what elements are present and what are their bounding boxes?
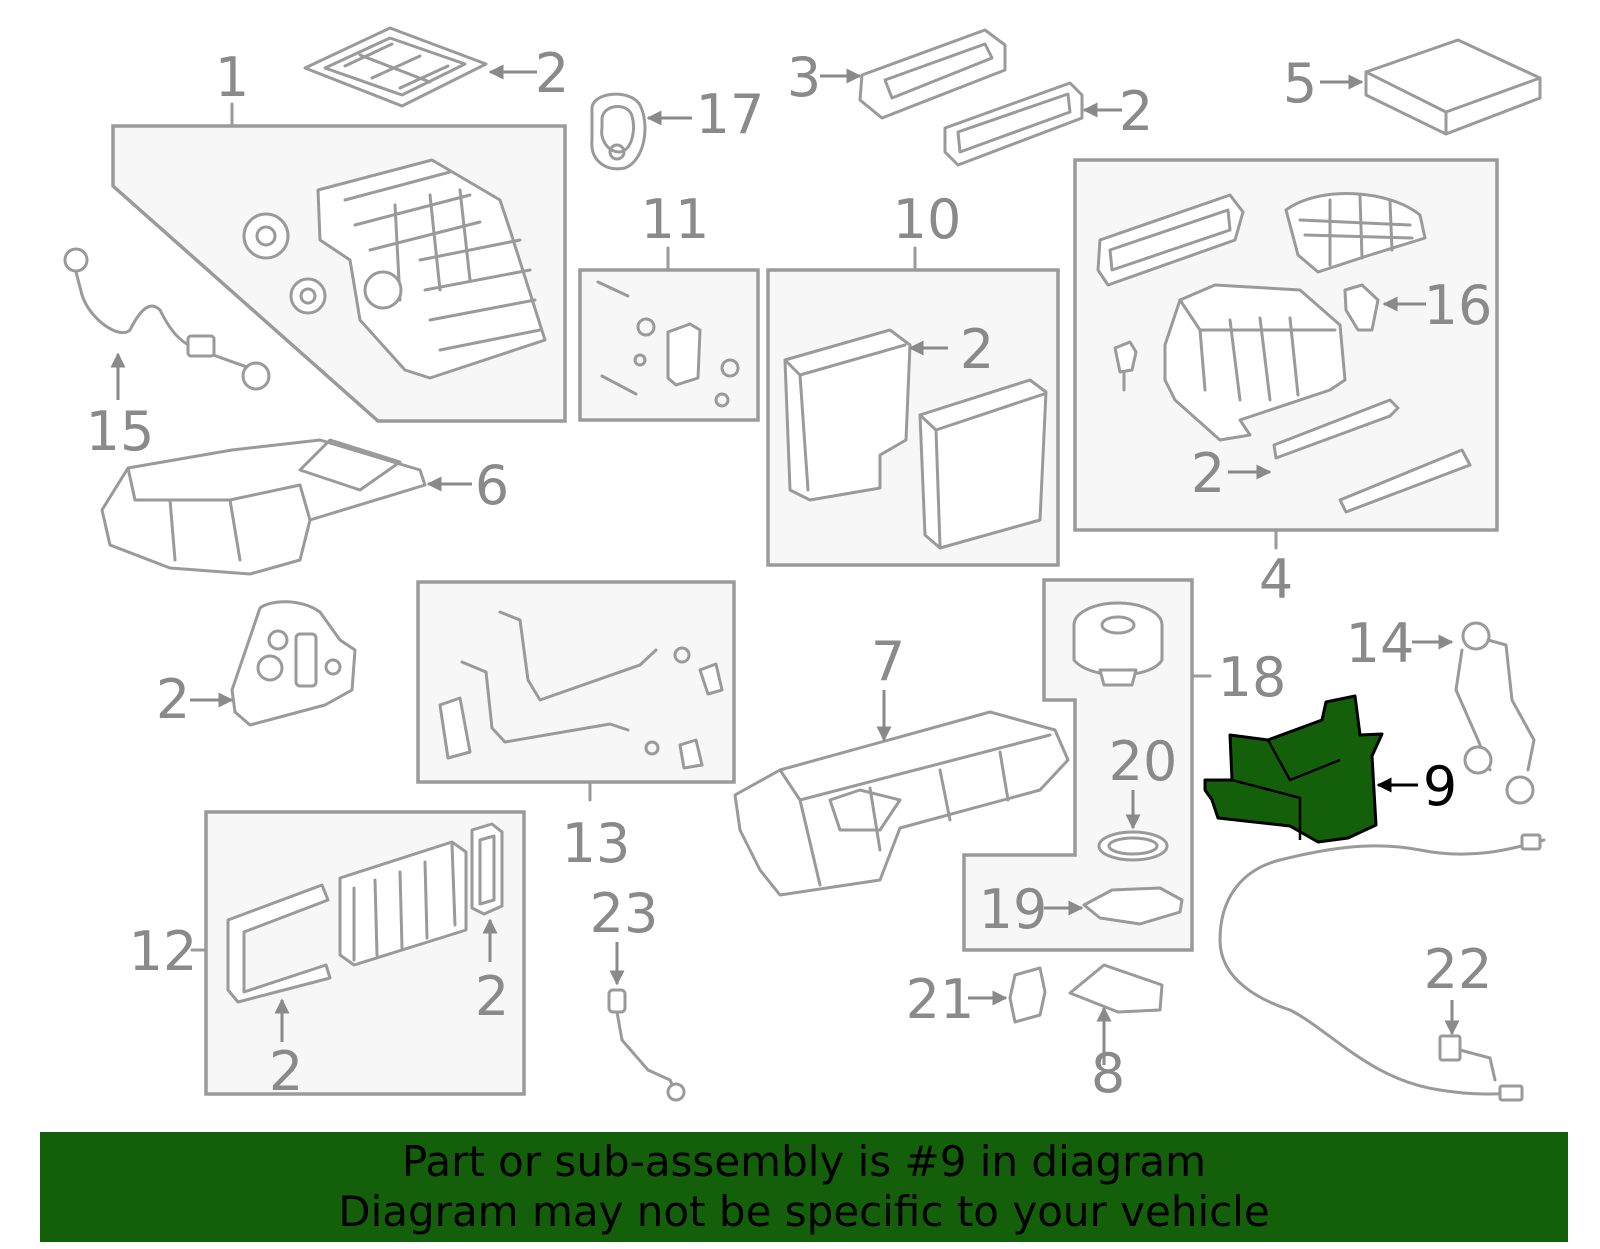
callout-16: 16 (1424, 274, 1493, 337)
callout-2-mode-seal: 2 (156, 668, 190, 731)
parts-diagram: 1 2 17 3 2 5 15 (63, 26, 1546, 1105)
part-5-cabin-filter (1364, 38, 1542, 136)
callout-2-evap-seal: 2 (960, 318, 994, 381)
callout-13: 13 (562, 812, 631, 875)
part-7-lower-housing (733, 710, 1070, 897)
part-13-ac-lines (416, 580, 736, 802)
part-15-wire-harness (63, 247, 271, 391)
part-1-hvac-case-group (111, 102, 567, 423)
part-4-blower-case-group (1073, 158, 1499, 550)
banner-line-1: Part or sub-assembly is #9 in diagram (401, 1137, 1207, 1186)
part-18-blower-motor-group (962, 578, 1212, 952)
callout-2-top-filter: 2 (535, 42, 569, 105)
callout-11: 11 (641, 188, 710, 251)
callout-23: 23 (590, 882, 659, 945)
callout-14: 14 (1346, 612, 1415, 675)
callout-2-duct-gasket: 2 (1119, 80, 1153, 143)
banner-line-2: Diagram may not be specific to your vehi… (338, 1187, 1270, 1236)
callout-12: 12 (129, 920, 198, 983)
callout-2-blower-seal: 2 (1191, 442, 1225, 505)
callout-5: 5 (1283, 52, 1317, 115)
part-22-harness (1218, 833, 1546, 1102)
part-12-heater-core-group (190, 810, 526, 1096)
callout-2-heater-gasket: 2 (269, 1040, 303, 1103)
callout-2-heater-seal: 2 (475, 965, 509, 1028)
callout-4: 4 (1259, 548, 1293, 611)
part-17-actuator-seal (590, 92, 647, 171)
callout-1: 1 (215, 46, 249, 109)
callout-10: 10 (893, 188, 962, 251)
callout-7: 7 (871, 630, 905, 693)
part-2-filter-gasket (303, 26, 488, 108)
part-6-lower-case (100, 438, 427, 576)
part-10-evaporator-group (766, 246, 1060, 567)
callout-22: 22 (1424, 938, 1493, 1001)
callout-20: 20 (1109, 730, 1178, 793)
callout-19: 19 (979, 878, 1048, 941)
part-14-harness (1454, 621, 1536, 805)
part-9-highlighted (1203, 694, 1384, 844)
callout-9: 9 (1423, 755, 1457, 818)
part-2-duct-gasket (943, 81, 1084, 167)
part-2-mode-seal (230, 600, 357, 727)
part-11-hardware-kit (578, 246, 760, 422)
part-3-duct-seal (858, 28, 1007, 120)
callout-17: 17 (696, 83, 765, 146)
callout-8: 8 (1091, 1042, 1125, 1105)
part-8-bracket (1068, 963, 1164, 1014)
callout-6: 6 (475, 454, 509, 517)
part-23-temperature-sensor (607, 988, 686, 1102)
callout-18: 18 (1218, 646, 1287, 709)
callout-3: 3 (787, 46, 821, 109)
info-banner: Part or sub-assembly is #9 in diagram Di… (40, 1132, 1568, 1242)
callout-15: 15 (86, 400, 155, 463)
callout-21: 21 (906, 968, 975, 1031)
part-21-sensor (1008, 966, 1047, 1024)
